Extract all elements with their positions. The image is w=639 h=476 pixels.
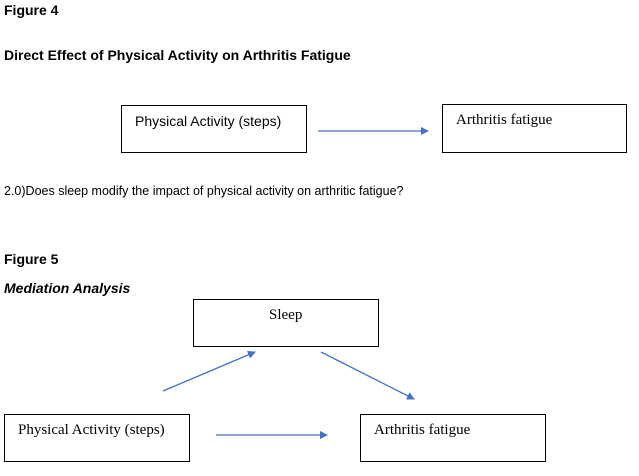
figure-4-label: Figure 4	[4, 2, 59, 18]
question-text: 2.0)Does sleep modify the impact of phys…	[4, 184, 404, 198]
fig5-arthritis-fatigue-box: Arthritis fatigue	[360, 414, 546, 462]
fig5-sleep-to-fatigue-arrow	[320, 351, 415, 400]
fig4-physical-activity-box: Physical Activity (steps)	[121, 105, 307, 153]
fig5-arthritis-fatigue-label: Arthritis fatigue	[374, 422, 471, 438]
fig4-arthritis-fatigue-label: Arthritis fatigue	[456, 112, 553, 128]
fig5-activity-to-sleep-arrow	[162, 351, 256, 392]
fig5-physical-activity-box: Physical Activity (steps)	[4, 414, 190, 462]
figure-5-title: Mediation Analysis	[4, 280, 131, 296]
fig5-sleep-box: Sleep	[193, 299, 379, 347]
fig5-sleep-label: Sleep	[269, 307, 303, 323]
fig4-arthritis-fatigue-box: Arthritis fatigue	[442, 104, 627, 153]
fig4-physical-activity-label: Physical Activity (steps)	[135, 113, 282, 129]
figure-4-title: Direct Effect of Physical Activity on Ar…	[4, 47, 351, 63]
fig5-physical-activity-label: Physical Activity (steps)	[18, 422, 165, 438]
figure-5-label: Figure 5	[4, 251, 59, 267]
